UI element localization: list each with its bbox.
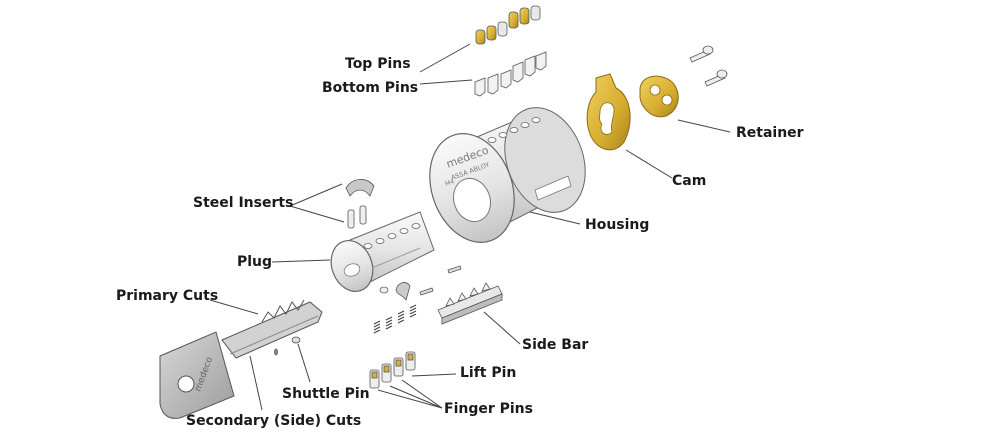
springs-part bbox=[373, 304, 417, 334]
plug-part bbox=[330, 211, 435, 294]
leader-shuttle-pin bbox=[297, 343, 311, 383]
label-secondary-cuts: Secondary (Side) Cuts bbox=[186, 413, 362, 429]
top-pins-part bbox=[475, 5, 541, 45]
housing-code-engraving: M4 bbox=[444, 178, 455, 188]
leader-steel-inserts-a bbox=[289, 183, 343, 207]
label-bottom-pins: Bottom Pins bbox=[322, 80, 419, 96]
retainer-screws-part bbox=[689, 45, 728, 87]
side-bar-part bbox=[437, 282, 503, 325]
leader-lines bbox=[209, 43, 731, 411]
finger-pins-part bbox=[369, 351, 416, 389]
cam-part bbox=[586, 73, 631, 151]
leader-finger-pins-b bbox=[389, 385, 443, 409]
plug-small-parts bbox=[395, 265, 462, 301]
bottom-pins-part bbox=[474, 51, 547, 97]
label-side-bar: Side Bar bbox=[522, 337, 589, 353]
label-shuttle-pin: Shuttle Pin bbox=[282, 386, 370, 402]
steel-inserts-part bbox=[345, 179, 375, 229]
label-plug: Plug bbox=[237, 254, 273, 270]
leader-cam bbox=[625, 149, 673, 179]
label-primary-cuts: Primary Cuts bbox=[116, 288, 219, 304]
leader-side-bar bbox=[483, 311, 521, 345]
label-cam: Cam bbox=[672, 173, 707, 189]
label-top-pins: Top Pins bbox=[345, 56, 411, 72]
leader-lift-pin bbox=[411, 373, 457, 377]
retainer-part bbox=[639, 75, 679, 118]
leader-housing bbox=[529, 211, 581, 225]
shuttle-pin-part bbox=[274, 336, 301, 356]
leader-finger-pins-c bbox=[401, 379, 443, 409]
label-retainer: Retainer bbox=[736, 125, 804, 141]
leader-secondary-cuts bbox=[249, 355, 263, 411]
leader-finger-pins-a bbox=[377, 389, 443, 409]
leader-steel-inserts-b bbox=[289, 205, 345, 223]
leader-retainer bbox=[677, 119, 731, 133]
label-housing: Housing bbox=[585, 217, 650, 233]
housing-part: medeco ASSA ABLOY M4 bbox=[429, 107, 586, 243]
label-lift-pin: Lift Pin bbox=[460, 365, 517, 381]
leader-top-pins bbox=[419, 43, 471, 73]
label-finger-pins: Finger Pins bbox=[444, 401, 533, 417]
label-steel-inserts: Steel Inserts bbox=[193, 195, 294, 211]
leader-primary-cuts bbox=[209, 299, 259, 315]
key-part: medeco bbox=[159, 299, 323, 419]
leader-plug bbox=[271, 259, 331, 263]
leader-bottom-pins bbox=[419, 79, 473, 85]
